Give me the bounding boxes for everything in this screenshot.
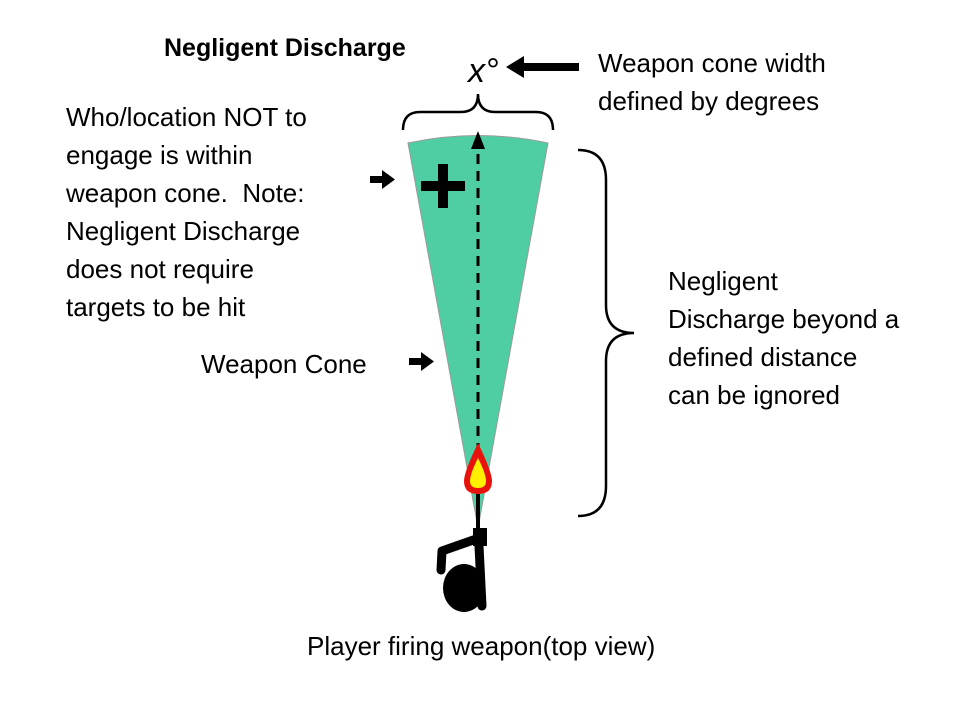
ignored-distance-label: Negligent Discharge beyond a defined dis… (668, 266, 900, 410)
plus-icon (421, 164, 465, 208)
not-to-engage-label: Who/location NOT to engage is within wea… (66, 102, 307, 322)
distance-brace (577, 148, 635, 518)
diagram-title: Negligent Discharge (164, 34, 406, 62)
weapon-cone-arrow (409, 352, 434, 371)
player-label: Player firing weapon(top view) (307, 631, 656, 661)
weapon-cone-label: Weapon Cone (201, 349, 367, 379)
not-to-engage-arrow (370, 170, 395, 189)
centerline-arrowhead (471, 131, 485, 149)
flame-icon (464, 443, 492, 494)
person-top-view-icon (436, 494, 487, 612)
angle-label: x° (468, 52, 499, 90)
cone-width-brace (401, 93, 555, 131)
weapon-cone-width-label: Weapon cone width defined by degrees (598, 48, 826, 116)
angle-arrow (506, 56, 579, 78)
